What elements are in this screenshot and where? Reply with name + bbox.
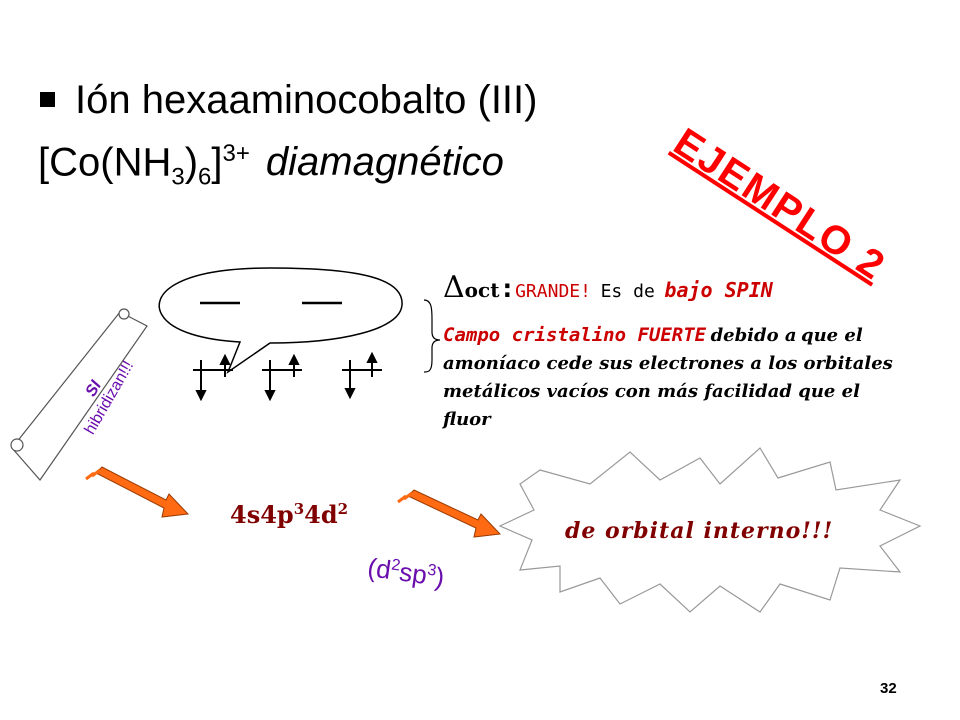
speech-bubble	[158, 267, 403, 375]
paired-orbital-3	[342, 351, 382, 400]
hybrid-open: (d	[365, 552, 393, 585]
square-bullet-icon	[40, 91, 55, 107]
complex-formula: [Co(NH3)6]3+ diamagnético	[38, 140, 504, 191]
explanation-block: Campo cristalino FUERTE debido a que el …	[443, 322, 903, 434]
arrow-1	[85, 466, 190, 518]
delta-line: Δoct:GRANDE! Es de bajo SPIN	[443, 270, 773, 305]
bajo-spin-text: bajo SPIN	[664, 278, 773, 302]
delta-colon: :	[499, 274, 516, 304]
brace	[423, 299, 441, 373]
burst-shape	[498, 447, 922, 613]
burst-text: de orbital interno!!!	[565, 518, 834, 544]
delta-symbol: Δ	[443, 270, 465, 305]
arrow-2	[397, 489, 502, 538]
grande-text: GRANDE!	[515, 281, 591, 302]
formula-base: [Co(NH	[38, 140, 172, 185]
explanation-rest: que el amoníaco cede sus electrones a lo…	[443, 325, 893, 430]
config-d-exp: 2	[337, 500, 349, 518]
config-p-exp: 3	[293, 500, 305, 518]
page-number: 32	[880, 680, 897, 697]
formula-charge: 3+	[222, 140, 250, 167]
paired-orbital-1	[193, 353, 233, 402]
electron-configuration: 4s4p34d2	[230, 500, 348, 529]
formula-bracket: ]	[211, 140, 223, 185]
debido-text: debido a	[710, 325, 797, 346]
config-4p: 4p	[260, 500, 294, 529]
title-text: Ión hexaaminocobalto (III)	[75, 78, 538, 122]
magnetism-label: diamagnético	[265, 140, 504, 185]
formula-sub-3: 3	[171, 163, 185, 191]
formula-sub-6: 6	[198, 163, 212, 191]
formula-paren: )	[184, 140, 199, 185]
scroll-banner	[10, 308, 148, 481]
t2g-orbitals	[193, 351, 382, 402]
slide-title: Ión hexaaminocobalto (III)	[40, 78, 537, 123]
config-4d: 4d	[304, 500, 338, 529]
delta-subscript: oct	[464, 278, 500, 302]
hybrid-sp: sp	[397, 556, 429, 590]
es-de-text: Es de	[600, 281, 655, 302]
campo-text: Campo cristalino FUERTE	[443, 324, 707, 346]
config-4s: 4s	[230, 500, 261, 529]
paired-orbital-2	[262, 353, 302, 402]
